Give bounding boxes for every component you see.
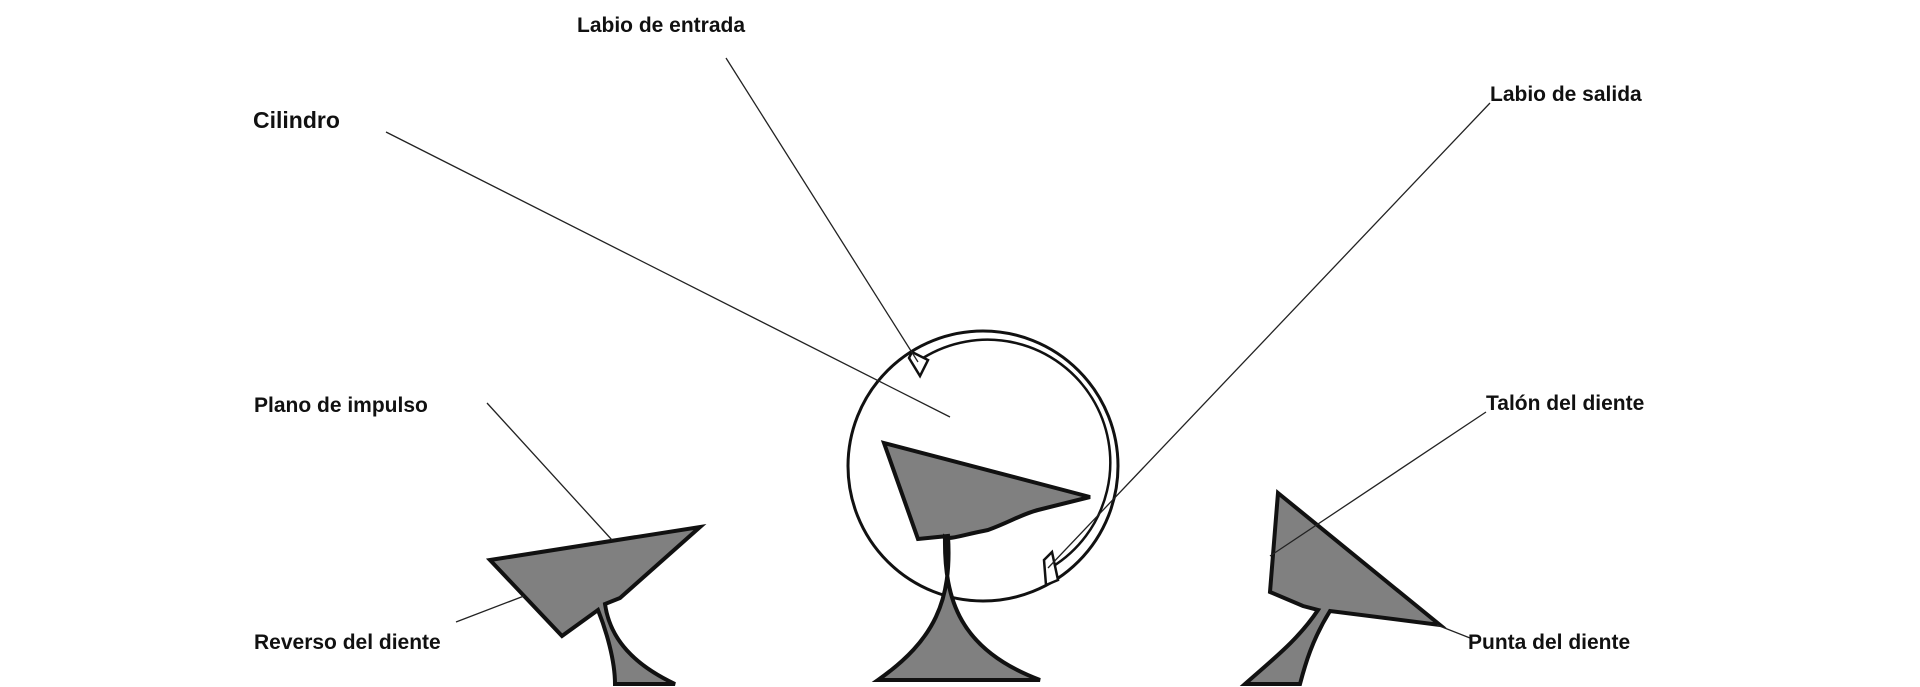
entry-lip-leader <box>725 57 919 363</box>
cylinder-label: Cilindro <box>253 107 340 133</box>
tooth-tip-leader <box>1436 624 1471 639</box>
left-tooth <box>485 523 707 686</box>
tooth-back-label: Reverso del diente <box>254 631 441 654</box>
exit-lip-leader <box>1047 102 1491 569</box>
center-tooth <box>871 440 1091 682</box>
entry-lip-label: Labio de entrada <box>577 14 745 37</box>
tooth-tip-label: Punta del diente <box>1468 631 1630 654</box>
tooth-heel-label: Talón del diente <box>1486 392 1644 415</box>
tooth-back-leader <box>455 595 525 623</box>
exit-lip-label: Labio de salida <box>1490 83 1642 106</box>
impulse-plane-leader <box>486 402 613 541</box>
cylinder-leader <box>385 131 951 418</box>
right-tooth <box>1239 489 1447 686</box>
impulse-plane-label: Plano de impulso <box>254 394 428 417</box>
cylinder-inner-wall <box>922 338 1112 569</box>
exit-lip-shape <box>1042 549 1060 587</box>
cylinder-outer-ring <box>846 329 1120 603</box>
tooth-heel-leader <box>1269 411 1487 557</box>
entry-lip-shape <box>907 350 930 379</box>
cylinder <box>846 329 1120 603</box>
